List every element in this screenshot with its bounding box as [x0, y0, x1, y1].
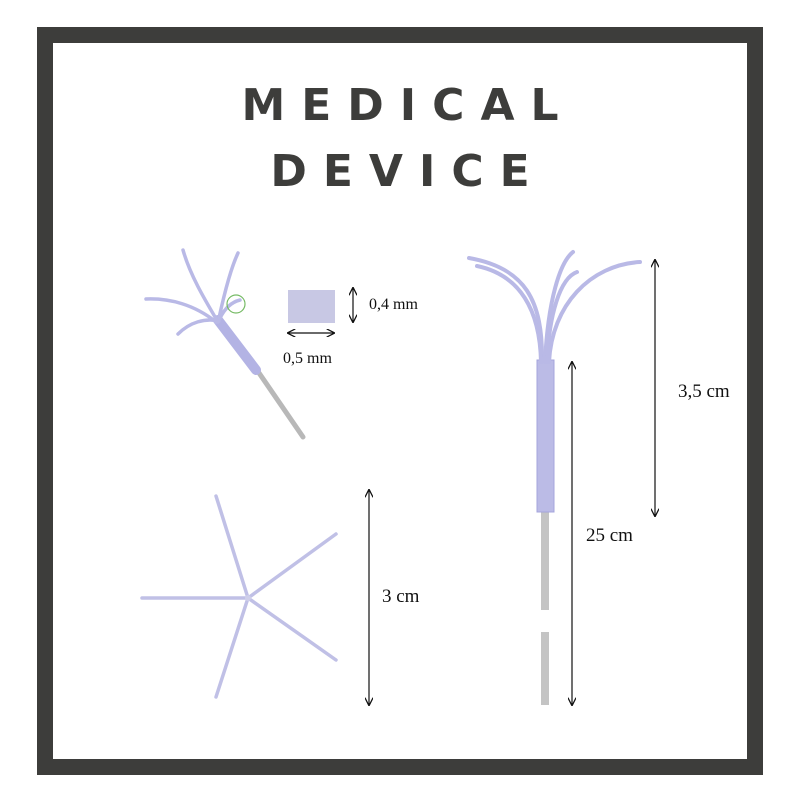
- height-label: 0,4 mm: [369, 296, 418, 313]
- title-line-2: DEVICE: [270, 146, 546, 197]
- frame-border: [37, 27, 763, 775]
- perspective-shaft: [254, 367, 306, 440]
- side-arms: [467, 250, 642, 364]
- title-line-1: MEDICAL: [241, 80, 575, 131]
- device-side-view: [467, 250, 642, 705]
- marker-circle: [226, 294, 246, 314]
- cross-section-rect: [288, 290, 335, 323]
- width-label: 0,5 mm: [283, 350, 332, 367]
- total-length-label: 25 cm: [586, 525, 633, 546]
- device-top-view: [140, 494, 338, 699]
- spread-label: 3 cm: [382, 586, 420, 607]
- top-view-hub: [245, 595, 251, 601]
- side-sleeve: [536, 359, 555, 513]
- device-perspective-view: [144, 248, 306, 440]
- side-shaft: [541, 512, 549, 705]
- shaft-break: [539, 610, 551, 632]
- perspective-arms: [144, 248, 242, 336]
- arm-length-label: 3,5 cm: [678, 381, 730, 402]
- perspective-sleeve: [213, 315, 261, 375]
